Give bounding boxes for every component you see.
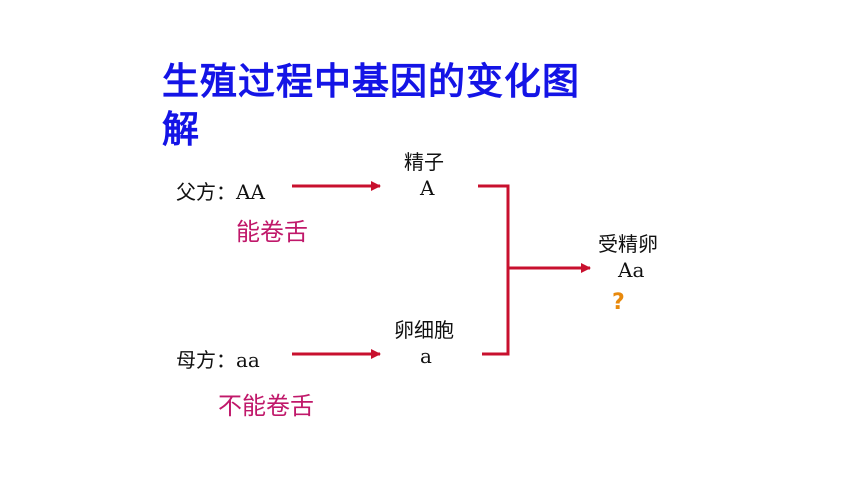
zygote-gene: Aa [618, 258, 645, 282]
father-trait-label: 能卷舌 [236, 218, 308, 246]
sperm-label: 精子 [404, 150, 444, 174]
diagram-title: 生殖过程中基因的变化图解 [162, 60, 580, 151]
question-mark: ? [612, 290, 625, 315]
mother-trait-label: 不能卷舌 [218, 392, 314, 420]
egg-label: 卵细胞 [394, 318, 454, 342]
egg-gene: a [420, 344, 432, 368]
zygote-label: 受精卵 [598, 232, 658, 256]
fertilization-bracket [478, 184, 510, 356]
mother-genotype-label: 母方：aa [176, 348, 260, 372]
sperm-gene: A [420, 176, 435, 200]
father-genotype-label: 父方：AA [176, 180, 265, 204]
